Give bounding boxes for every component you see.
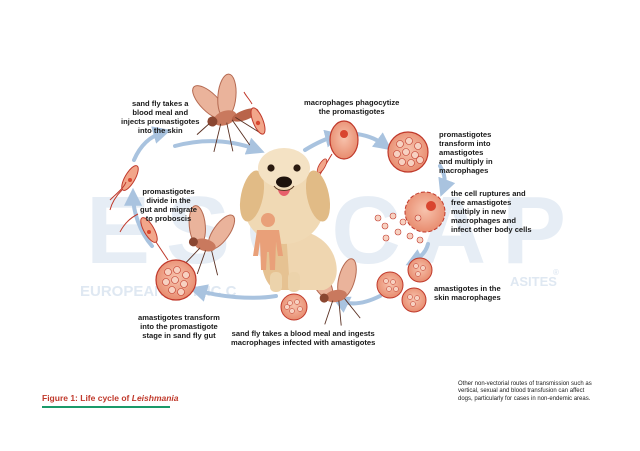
label-macrophages-phagocytize: macrophages phagocytize the promastigote… bbox=[304, 98, 399, 116]
macrophage-icon-ingested bbox=[281, 294, 307, 320]
label-promastigotes-divide: promastigotes divide in the gut and migr… bbox=[140, 187, 197, 223]
macrophage-icon-phagocytize bbox=[315, 121, 358, 182]
figure-caption: Figure 1: Life cycle of Leishmania bbox=[42, 393, 179, 403]
macrophage-icon-multiply bbox=[388, 132, 428, 172]
label-promastigotes-transform: promastigotes transform into amastigotes… bbox=[439, 130, 493, 175]
macrophage-icon-skin bbox=[377, 258, 432, 312]
arrow-back-to-sandfly bbox=[134, 132, 164, 160]
macrophage-icon-ruptured bbox=[375, 192, 445, 243]
arrow-to-gut bbox=[196, 290, 276, 298]
caption-species: Leishmania bbox=[132, 393, 179, 403]
label-amastigotes-skin: amastigotes in the skin macrophages bbox=[434, 284, 501, 302]
label-sandfly-ingests: sand fly takes a blood meal and ingests … bbox=[231, 329, 375, 347]
arrow-to-transform bbox=[357, 134, 386, 146]
macrophage-icon-gut bbox=[156, 260, 196, 300]
label-amastigotes-transform: amastigotes transform into the promastig… bbox=[138, 313, 220, 340]
caption-prefix: Figure 1: Life cycle of bbox=[42, 393, 132, 403]
transmission-note: Other non-vectorial routes of transmissi… bbox=[458, 381, 628, 403]
label-sandfly-injects: sand fly takes a blood meal and injects … bbox=[121, 99, 200, 135]
label-cell-ruptures: the cell ruptures and free amastigotes m… bbox=[451, 189, 532, 234]
caption-underline bbox=[42, 406, 170, 408]
